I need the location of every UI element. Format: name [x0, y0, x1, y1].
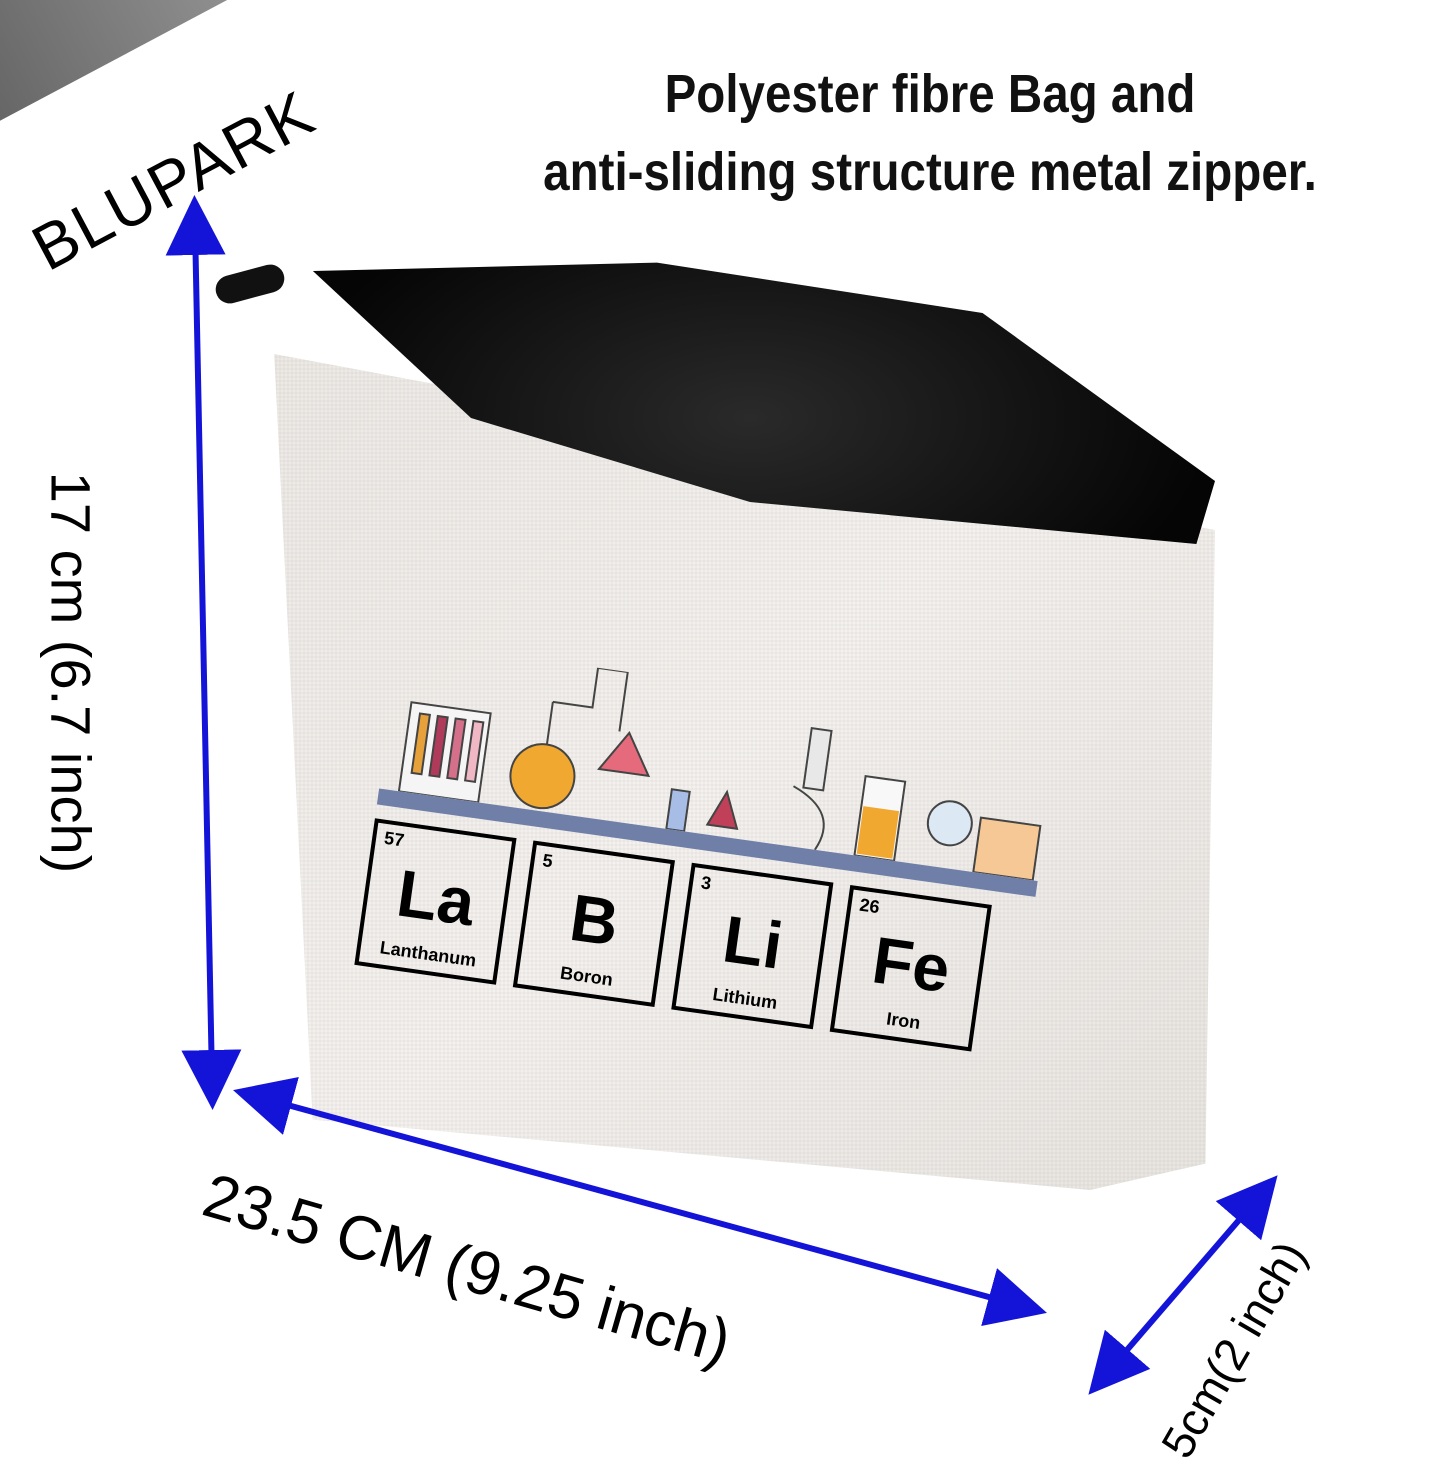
headline-line-1: Polyester fibre Bag and: [664, 64, 1196, 124]
element-tile-b: 5 B Boron: [512, 840, 676, 1007]
zipper-pull-icon: [212, 261, 288, 307]
element-tile-la: 57 La Lanthanum: [354, 818, 517, 985]
element-tile-fe: 26 Fe Iron: [829, 885, 992, 1052]
lab-life-print: 57 La Lanthanum 5 B Boron 3 Li Lithium 2…: [330, 640, 1073, 1230]
headline-line-2: anti-sliding structure metal zipper.: [543, 142, 1317, 202]
depth-label: 5cm(2 inch): [1150, 1232, 1317, 1467]
height-label: 17 cm (6.7 inch): [39, 471, 103, 874]
element-tile-li: 3 Li Lithium: [671, 862, 834, 1030]
lab-equipment-icon: [397, 666, 1042, 882]
product-headline: Polyester fibre Bag and anti-sliding str…: [481, 55, 1379, 211]
